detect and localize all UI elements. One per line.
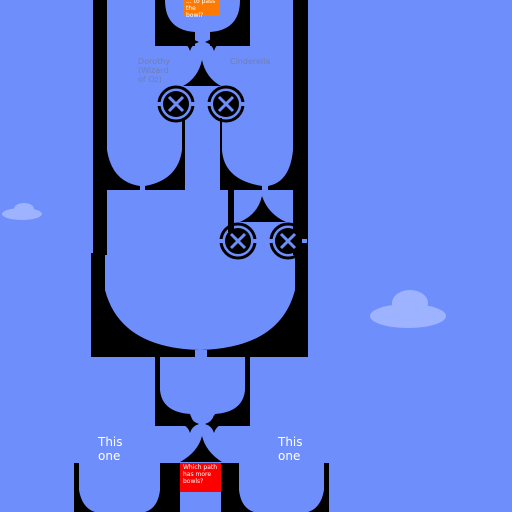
choice-top-left-label[interactable]: Dorothy (Wizard of Oz)	[138, 57, 171, 85]
second-splitter	[228, 190, 296, 250]
question-bottom-box: Which path has more bowls?	[180, 463, 221, 492]
bottom-branch-tracks	[74, 463, 329, 512]
outer-track-rails	[91, 0, 308, 357]
question-top-box: ... to pass the bowl?	[183, 0, 220, 19]
bottom-funnel	[155, 357, 250, 426]
upper-branch-tracks	[107, 118, 293, 190]
top-funnel	[155, 0, 250, 46]
cloud-icon	[370, 290, 446, 328]
large-bowl-track	[91, 255, 308, 357]
choice-bottom-right-label[interactable]: This one	[278, 435, 303, 463]
bowl-ring-icon	[205, 85, 247, 123]
choice-top-right-label[interactable]: Cinderella	[230, 57, 271, 66]
choice-bottom-left-label[interactable]: This one	[98, 435, 123, 463]
cloud-icon	[2, 203, 42, 220]
bottom-splitter	[180, 436, 222, 462]
bowl-ring-icon	[217, 222, 259, 260]
path-splitter	[183, 60, 221, 86]
bowl-ring-icon	[155, 85, 197, 123]
